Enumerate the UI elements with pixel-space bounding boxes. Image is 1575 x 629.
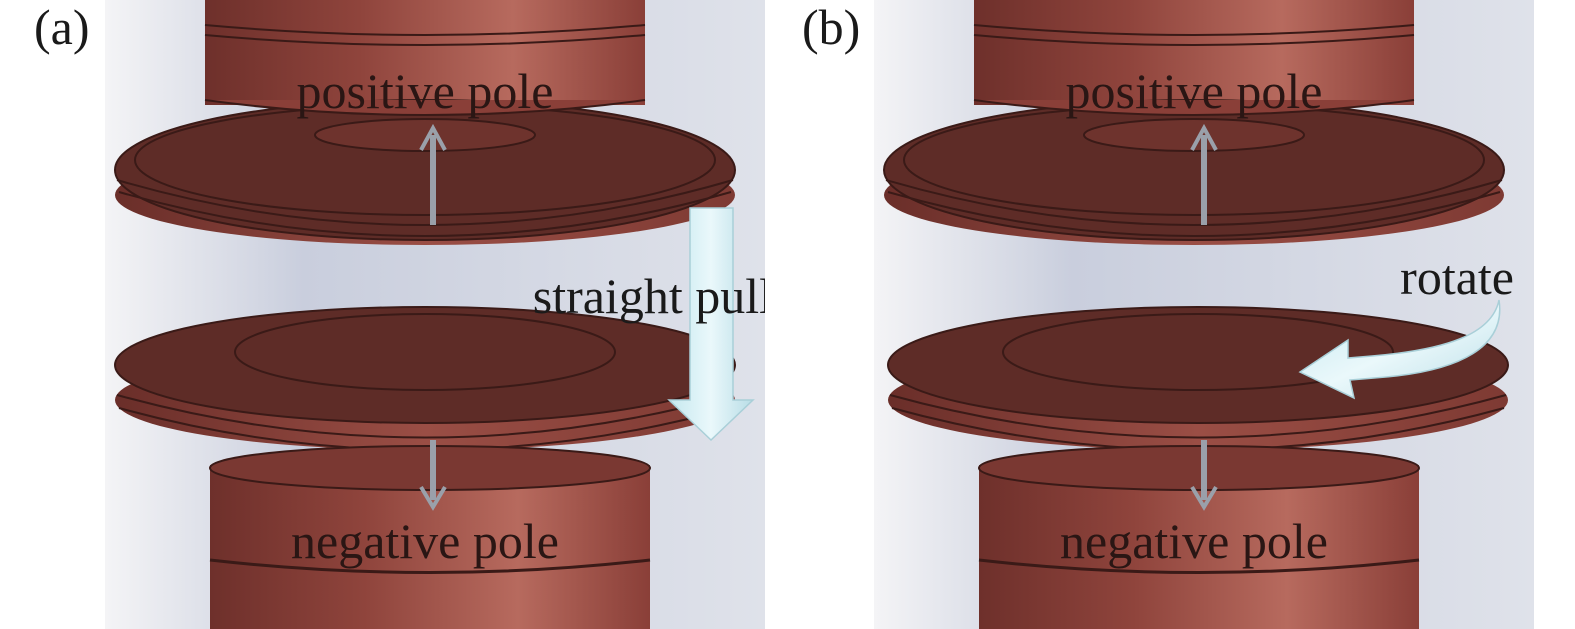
panel-a: positive pole negative pole straight pul… xyxy=(105,0,765,629)
positive-electrode-body xyxy=(974,0,1414,105)
top-electrode-label: positive pole xyxy=(297,63,554,119)
panel-a-drawing: positive pole negative pole straight pul… xyxy=(105,0,765,629)
motion-label: straight pull xyxy=(533,268,765,324)
top-electrode-label: positive pole xyxy=(1066,63,1323,119)
down-arrow-icon xyxy=(667,207,755,442)
panel-b: positive pole negative pole rotate xyxy=(874,0,1534,629)
up-arrow-icon xyxy=(1190,123,1218,225)
positive-electrode-body xyxy=(205,0,645,105)
down-arrow-icon-small xyxy=(419,440,447,511)
panel-label-a: (a) xyxy=(34,0,90,55)
panel-label-b: (b) xyxy=(802,0,861,55)
negative-electrode-disc xyxy=(114,306,736,424)
negative-electrode-body xyxy=(979,465,1419,629)
curved-arrow-icon xyxy=(1298,299,1501,400)
panel-b-drawing: positive pole negative pole rotate xyxy=(874,0,1534,629)
bottom-electrode-label: negative pole xyxy=(1060,513,1328,569)
down-arrow-icon-small xyxy=(1190,440,1218,511)
motion-label: rotate xyxy=(1400,249,1514,305)
bottom-electrode-label: negative pole xyxy=(291,513,559,569)
up-arrow-icon xyxy=(419,123,447,225)
